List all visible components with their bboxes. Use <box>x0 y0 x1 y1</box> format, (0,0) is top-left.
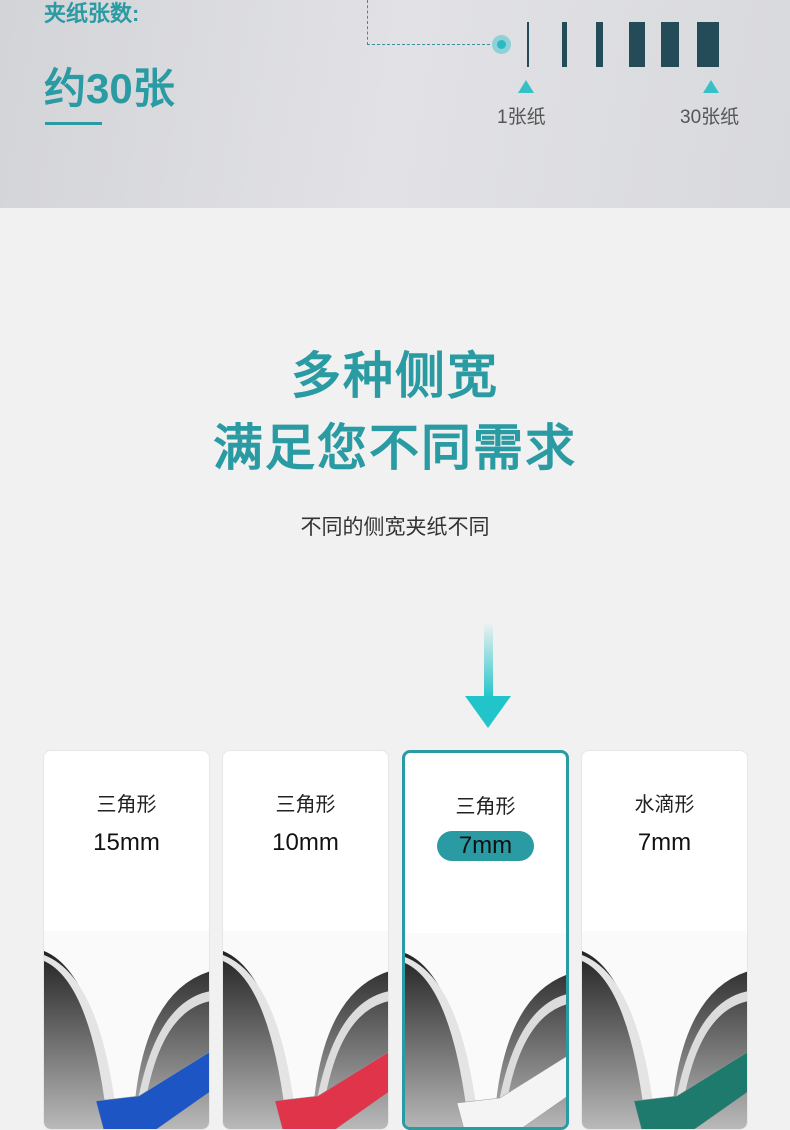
shape-label: 水滴形 <box>634 794 695 816</box>
thickness-bar <box>596 22 603 67</box>
binder-photo <box>405 933 566 1127</box>
arrow-down-icon <box>465 696 511 728</box>
scale-max-label: 30张纸 <box>680 107 740 128</box>
page-edges <box>223 955 295 1111</box>
binding-option-card[interactable]: 三角形 7mm <box>402 750 569 1130</box>
page-edges <box>405 957 477 1113</box>
dashed-connector <box>367 0 368 45</box>
subtitle: 不同的侧宽夹纸不同 <box>300 516 490 539</box>
binder-photo <box>582 931 747 1129</box>
binder-strip <box>456 1056 566 1127</box>
book-pages <box>44 931 209 1111</box>
size-value: 7mm <box>405 831 566 861</box>
binder-strip <box>95 1051 209 1129</box>
shape-label: 三角形 <box>96 794 157 816</box>
binder-photo <box>223 931 388 1129</box>
thickness-bar <box>661 22 679 67</box>
capacity-value: 约30张 <box>44 65 175 112</box>
size-label: 10mm <box>272 829 339 856</box>
page-edges <box>44 955 116 1111</box>
binding-option-card[interactable]: 三角形 10mm <box>222 750 389 1130</box>
shape-label: 三角形 <box>275 794 336 816</box>
capacity-section: 夹纸张数: 约30张 1张纸 30张纸 <box>0 0 790 208</box>
binder-photo <box>44 931 209 1129</box>
triangle-marker-icon <box>703 80 719 93</box>
size-label: 15mm <box>93 829 160 856</box>
page-edges <box>582 955 654 1111</box>
thickness-bar <box>697 22 719 67</box>
thickness-bar <box>527 22 529 67</box>
headline-line2: 满足您不同需求 <box>213 420 577 476</box>
thickness-bar <box>562 22 567 67</box>
book-pages <box>582 931 747 1111</box>
shape-label: 三角形 <box>455 796 516 818</box>
dashed-connector <box>367 44 490 45</box>
arrow-down-icon <box>484 622 493 698</box>
binder-strip <box>633 1051 747 1129</box>
headline-line1: 多种侧宽 <box>291 348 499 404</box>
binder-strip <box>274 1051 388 1129</box>
binding-option-card[interactable]: 水滴形 7mm <box>581 750 748 1130</box>
scale-min-label: 1张纸 <box>497 107 546 128</box>
thickness-bar <box>629 22 645 67</box>
underline-divider <box>45 122 102 125</box>
size-label: 7mm <box>637 829 692 856</box>
selected-size-pill: 7mm <box>436 831 535 861</box>
binding-option-card[interactable]: 三角形 15mm <box>43 750 210 1130</box>
size-value: 7mm <box>582 829 747 857</box>
size-value: 15mm <box>44 829 209 857</box>
capacity-label: 夹纸张数: <box>44 1 140 26</box>
book-pages <box>405 933 566 1113</box>
book-pages <box>223 931 388 1111</box>
size-value: 10mm <box>223 829 388 857</box>
dot-marker-icon <box>492 35 511 54</box>
triangle-marker-icon <box>518 80 534 93</box>
